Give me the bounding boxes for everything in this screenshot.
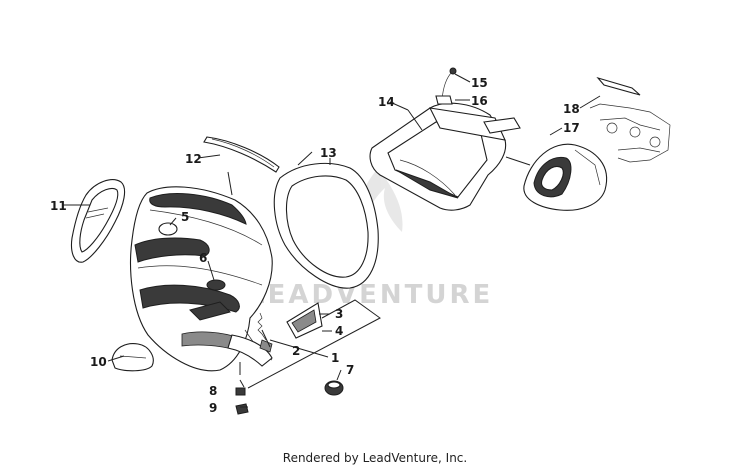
callout-13: 13 — [320, 146, 337, 160]
callout-17: 17 — [563, 121, 580, 135]
part-8-9-fastener — [235, 387, 249, 415]
callout-12: 12 — [185, 152, 202, 166]
callout-10: 10 — [90, 355, 107, 369]
part-14-airbox — [369, 102, 507, 211]
callout-labels: 1 2 3 4 5 6 7 8 9 10 11 12 13 14 15 16 1… — [50, 76, 580, 415]
callout-9: 9 — [209, 401, 217, 415]
part-15-sensor — [435, 67, 457, 105]
callout-18: 18 — [563, 102, 580, 116]
callout-5: 5 — [181, 210, 189, 224]
part-5-emblem — [158, 222, 178, 236]
part-13-gasket — [273, 162, 379, 289]
callout-15: 15 — [471, 76, 488, 90]
part-11-side-panel — [70, 179, 126, 263]
part-7-knob — [324, 380, 344, 396]
callout-16: 16 — [471, 94, 488, 108]
part-10-vent-cover — [111, 343, 154, 372]
part-16-filter-cover — [483, 117, 521, 134]
callout-1: 1 — [331, 351, 339, 365]
callout-14: 14 — [378, 95, 395, 109]
part-12-trim-strip — [203, 136, 280, 173]
callout-8: 8 — [209, 384, 217, 398]
callout-11: 11 — [50, 199, 67, 213]
callout-6: 6 — [199, 251, 207, 265]
watermark-text: LEADVENTURE — [248, 280, 493, 310]
part-18-throttle-assembly — [589, 76, 671, 163]
part-6-grommet — [206, 279, 226, 291]
leader-lines — [63, 73, 601, 408]
part-2-spring — [257, 312, 267, 341]
callout-4: 4 — [335, 324, 343, 338]
part-1-hood — [130, 186, 273, 372]
part-3-4-bracket — [286, 302, 323, 339]
callout-3: 3 — [335, 307, 343, 321]
footer-credit: Rendered by LeadVenture, Inc. — [282, 451, 468, 465]
callout-2: 2 — [292, 344, 300, 358]
callout-7: 7 — [346, 363, 354, 377]
part-17-intake-boot — [523, 143, 608, 211]
